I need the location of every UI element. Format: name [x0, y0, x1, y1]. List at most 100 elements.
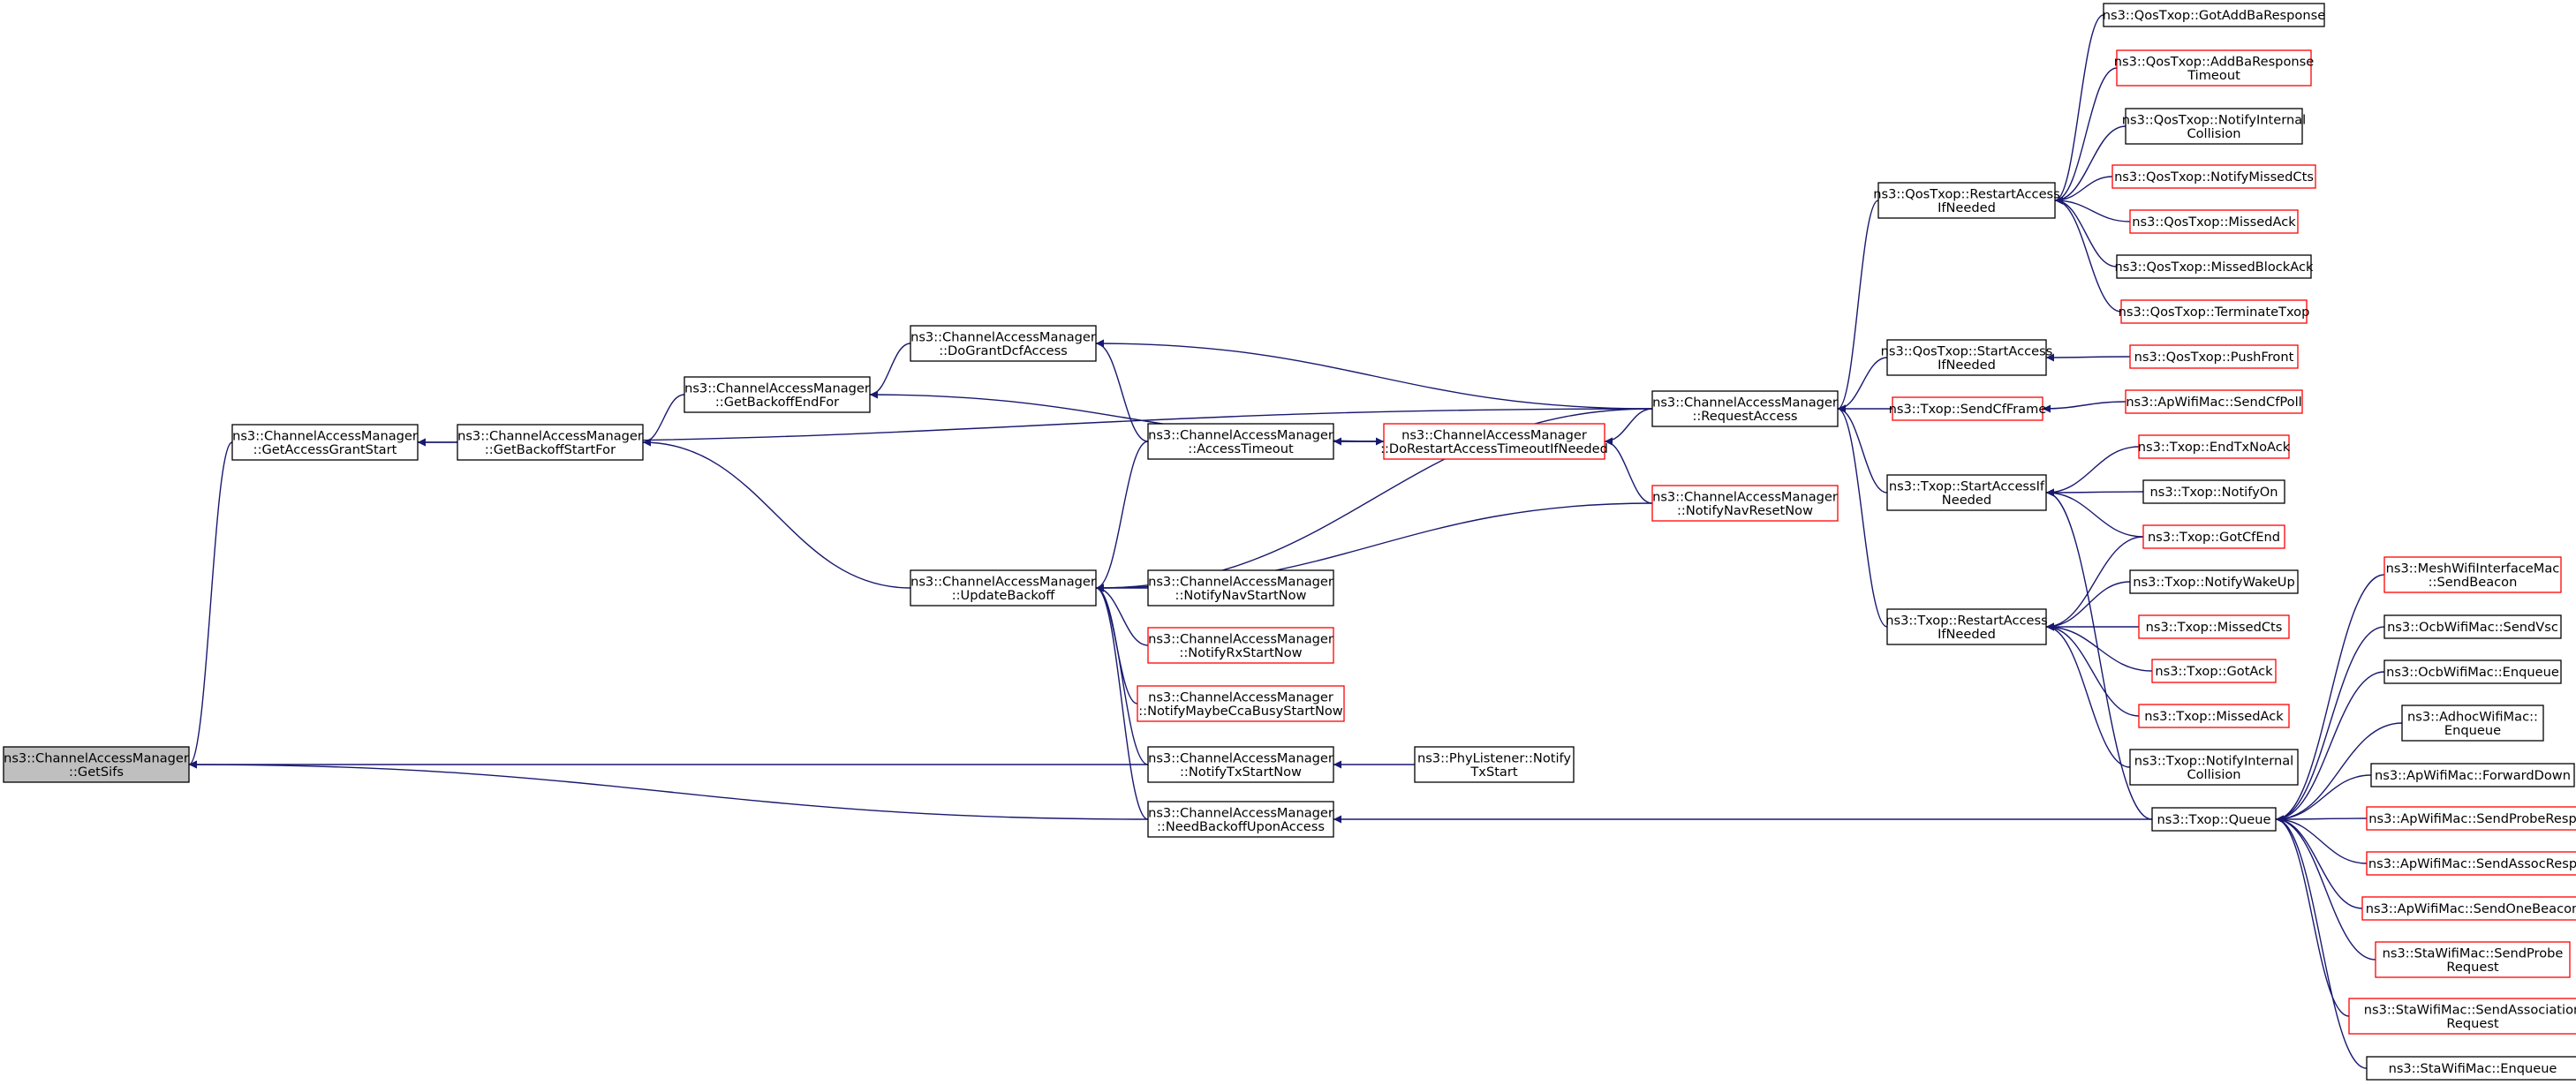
node-label-line: ns3::ChannelAccessManager	[910, 329, 1096, 344]
graph-node-accesstimeout[interactable]: ns3::ChannelAccessManager::AccessTimeout	[1147, 423, 1334, 460]
graph-node-sendcfpoll[interactable]: ns3::ApWifiMac::SendCfPoll	[2125, 389, 2303, 414]
call-edge	[2045, 581, 2131, 631]
call-edge	[2275, 574, 2385, 824]
graph-node-apsendassocresp[interactable]: ns3::ApWifiMac::SendAssocResp	[2366, 851, 2576, 876]
node-box	[2111, 164, 2316, 189]
graph-node-staenqueue[interactable]: ns3::StaWifiMac::Enqueue	[2366, 1056, 2576, 1081]
node-label-line: ns3::ApWifiMac::SendOneBeacon	[2366, 901, 2576, 916]
graph-node-dograntdcfaccess[interactable]: ns3::ChannelAccessManager::DoGrantDcfAcc…	[910, 325, 1097, 362]
graph-node-notifytxstartnow[interactable]: ns3::ChannelAccessManager::NotifyTxStart…	[1147, 746, 1334, 783]
node-box	[2129, 749, 2299, 786]
node-box	[2138, 434, 2290, 459]
graph-node-notifynavstartnow[interactable]: ns3::ChannelAccessManager::NotifyNavStar…	[1147, 569, 1334, 607]
node-box	[2138, 704, 2290, 728]
graph-node-notifyrxstartnow[interactable]: ns3::ChannelAccessManager::NotifyRxStart…	[1147, 627, 1334, 664]
graph-node-getbackoffstartfor[interactable]: ns3::ChannelAccessManager::GetBackoffSta…	[457, 424, 644, 461]
graph-node-ocbsendvsc[interactable]: ns3::OcbWifiMac::SendVsc	[2383, 614, 2562, 639]
node-label-line: ns3::MeshWifiInterfaceMac	[2386, 561, 2560, 576]
graph-node-apsendproberesp[interactable]: ns3::ApWifiMac::SendProbeResp	[2366, 806, 2576, 831]
graph-node-getsifs[interactable]: ns3::ChannelAccessManager::GetSifs	[3, 746, 190, 783]
node-label-line: ns3::ApWifiMac::SendCfPoll	[2126, 395, 2301, 410]
graph-node-endtxnoack[interactable]: ns3::Txop::EndTxNoAck	[2138, 434, 2291, 459]
graph-node-notifywakeup[interactable]: ns3::Txop::NotifyWakeUp	[2129, 569, 2299, 594]
graph-node-ocbenqueue[interactable]: ns3::OcbWifiMac::Enqueue	[2383, 659, 2562, 684]
node-label-line: ns3::ChannelAccessManager	[457, 428, 643, 443]
node-box	[2142, 524, 2285, 549]
graph-node-getbackoffendfor[interactable]: ns3::ChannelAccessManager::GetBackoffEnd…	[684, 376, 871, 413]
node-label-line: ns3::ApWifiMac::ForwardDown	[2375, 768, 2571, 783]
graph-node-phylistenernotifytxstart[interactable]: ns3::PhyListener::NotifyTxStart	[1414, 746, 1575, 783]
node-label-line: ns3::Txop::SendCfFrame	[1889, 402, 2047, 417]
node-label-line: ns3::ChannelAccessManager	[232, 428, 418, 443]
node-label-line: ns3::QosTxop::MissedBlockAck	[2115, 260, 2314, 275]
graph-node-requestaccess[interactable]: ns3::ChannelAccessManager::RequestAccess	[1651, 390, 1839, 427]
call-edge	[1095, 339, 1653, 410]
node-label-line: ns3::ChannelAccessManager	[1148, 427, 1333, 442]
call-edge	[642, 394, 685, 447]
graph-node-notifynavresetnow[interactable]: ns3::ChannelAccessManager::NotifyNavRese…	[1651, 485, 1839, 522]
call-edge	[1095, 441, 1149, 592]
graph-node-updatebackoff[interactable]: ns3::ChannelAccessManager::UpdateBackoff	[910, 569, 1097, 607]
call-edge	[1095, 584, 1149, 765]
node-box	[2125, 389, 2303, 414]
call-edge	[2275, 815, 2368, 864]
node-label-line: ::NeedBackoffUponAccess	[1157, 819, 1325, 834]
graph-node-pushfront[interactable]: ns3::QosTxop::PushFront	[2129, 344, 2299, 369]
node-label-line: ns3::ChannelAccessManager	[910, 574, 1096, 589]
graph-node-notifymaybeccabusystartnow[interactable]: ns3::ChannelAccessManager::NotifyMaybeCc…	[1137, 685, 1345, 722]
node-box	[2129, 209, 2299, 234]
node-box	[910, 569, 1097, 607]
node-label-line: ns3::Txop::RestartAccess	[1885, 613, 2048, 628]
node-box	[2366, 851, 2576, 876]
graph-node-meshsendbeacon[interactable]: ns3::MeshWifiInterfaceMac::SendBeacon	[2383, 556, 2562, 593]
node-label-line: ns3::AdhocWifiMac::	[2407, 709, 2538, 724]
graph-node-adhocenqueue[interactable]: ns3::AdhocWifiMac::Enqueue	[2401, 704, 2544, 742]
graph-node-terminatetxop[interactable]: ns3::QosTxop::TerminateTxop	[2119, 299, 2310, 324]
graph-node-getaccessgrantstart[interactable]: ns3::ChannelAccessManager::GetAccessGran…	[231, 424, 419, 461]
call-edge	[2045, 353, 2131, 362]
graph-node-apforwarddown[interactable]: ns3::ApWifiMac::ForwardDown	[2370, 763, 2575, 787]
call-edge	[2275, 815, 2368, 1069]
node-label-line: ns3::StaWifiMac::SendProbe	[2383, 946, 2564, 961]
call-edge	[2045, 622, 2131, 768]
graph-node-missedack_txop[interactable]: ns3::Txop::MissedAck	[2138, 704, 2290, 728]
call-edge	[188, 760, 1149, 820]
graph-node-gotcfend[interactable]: ns3::Txop::GotCfEnd	[2142, 524, 2285, 549]
call-edge	[2045, 536, 2144, 631]
graph-node-missedblockack[interactable]: ns3::QosTxop::MissedBlockAck	[2115, 254, 2314, 279]
node-label-line: ns3::Txop::Queue	[2157, 812, 2270, 827]
node-label-line: ::GetBackoffStartFor	[485, 442, 616, 457]
node-label-line: ns3::ChannelAccessManager	[1401, 427, 1587, 442]
graph-node-dorestartaccesstimeoutifneeded[interactable]: ns3::ChannelAccessManager::DoRestartAcce…	[1380, 423, 1608, 460]
node-label-line: ns3::ChannelAccessManager	[1148, 750, 1333, 765]
call-edge	[2054, 67, 2118, 205]
graph-node-gotaddbaresponse[interactable]: ns3::QosTxop::GotAddBaResponse	[2103, 3, 2325, 27]
call-edge	[2275, 626, 2385, 824]
edges-layer	[188, 14, 2403, 1069]
graph-node-txopqueue[interactable]: ns3::Txop::Queue	[2151, 807, 2277, 832]
call-edge	[2275, 722, 2403, 824]
node-box	[2116, 49, 2312, 87]
node-label-line: ns3::Txop::MissedCts	[2146, 620, 2283, 635]
graph-node-missedcts_txop[interactable]: ns3::Txop::MissedCts	[2138, 614, 2290, 639]
graph-node-missedack_qos[interactable]: ns3::QosTxop::MissedAck	[2129, 209, 2299, 234]
node-box	[2383, 659, 2562, 684]
node-box	[2125, 108, 2303, 145]
graph-node-needbackoffuponaccess[interactable]: ns3::ChannelAccessManager::NeedBackoffUp…	[1147, 801, 1334, 838]
node-label-line: ns3::QosTxop::GotAddBaResponse	[2103, 8, 2325, 23]
call-edge	[2045, 446, 2140, 497]
graph-node-gotack[interactable]: ns3::Txop::GotAck	[2151, 659, 2277, 683]
graph-node-notifyon[interactable]: ns3::Txop::NotifyOn	[2142, 479, 2285, 504]
graph-node-notifymissedcts_qos[interactable]: ns3::QosTxop::NotifyMissedCts	[2111, 164, 2316, 189]
graph-node-txopsendcfframe[interactable]: ns3::Txop::SendCfFrame	[1889, 396, 2047, 421]
graph-node-apsendonebeacon[interactable]: ns3::ApWifiMac::SendOneBeacon	[2361, 896, 2576, 921]
